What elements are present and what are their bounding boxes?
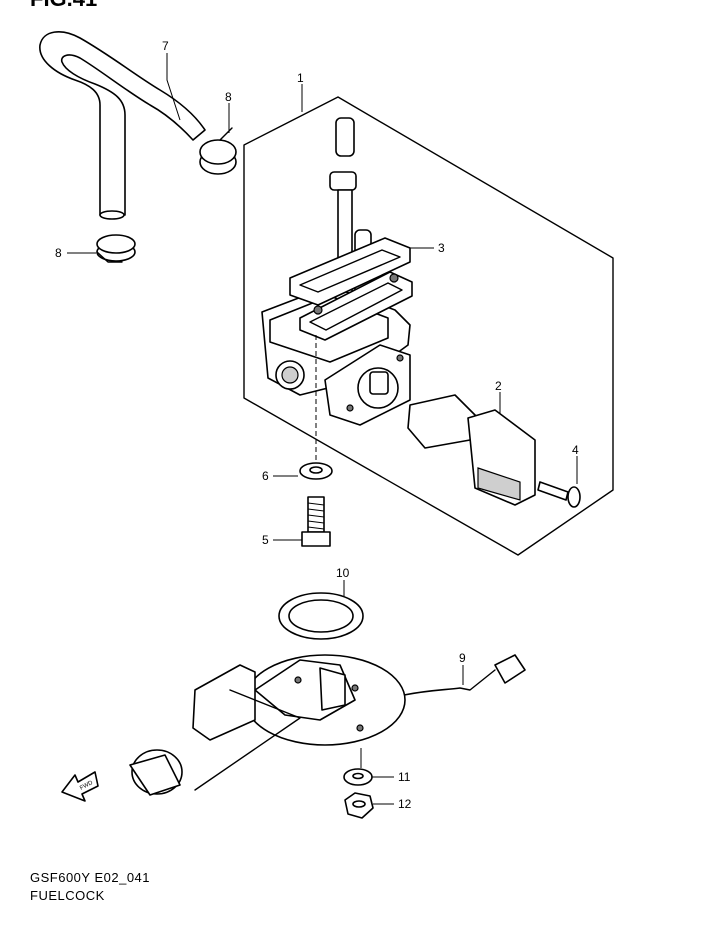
gasket	[289, 237, 413, 341]
assembly-boundary	[243, 96, 614, 556]
fuel-level-sensor	[129, 654, 526, 796]
callout-12: 12	[398, 797, 412, 811]
lever	[407, 394, 536, 506]
callout-3: 3	[438, 241, 445, 255]
figure-title: FIG.41	[30, 0, 97, 12]
washer-6	[299, 462, 333, 480]
bolt-5	[301, 496, 331, 547]
callout-4: 4	[572, 443, 579, 457]
callout-8-upper: 8	[225, 90, 232, 104]
fuel-hose	[39, 31, 206, 220]
callout-10: 10	[336, 566, 350, 580]
washer-11	[343, 768, 373, 786]
forward-direction-arrow: FWD	[61, 771, 99, 802]
callout-9: 9	[459, 651, 466, 665]
callout-labels: 1 2 3 4 5 6 7 8 8 9 10 11 12	[55, 39, 579, 811]
leader-lines	[67, 53, 578, 805]
hose-clamp-lower	[96, 234, 136, 263]
callout-7: 7	[162, 39, 169, 53]
hose-clamp-upper	[199, 127, 237, 175]
callout-8-lower: 8	[55, 246, 62, 260]
callout-11: 11	[398, 770, 411, 784]
callout-2: 2	[495, 379, 502, 393]
callout-1: 1	[297, 71, 304, 85]
model-code: GSF600Y E02_041	[30, 870, 151, 885]
o-ring	[278, 592, 364, 640]
section-name: FUELCOCK	[30, 888, 105, 903]
callout-6: 6	[262, 469, 269, 483]
screw	[537, 481, 581, 508]
callout-5: 5	[262, 533, 269, 547]
nut-12	[344, 792, 374, 819]
